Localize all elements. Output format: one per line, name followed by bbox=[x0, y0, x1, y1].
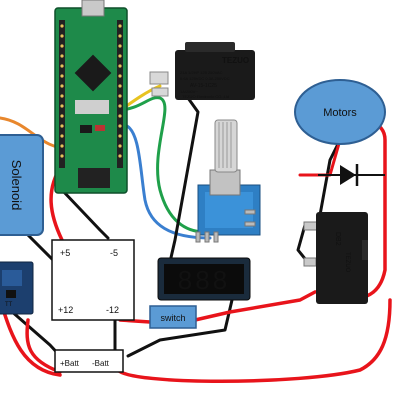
diode-symbol bbox=[318, 164, 385, 186]
top-switch-rating: 1A/250V~ bbox=[180, 89, 198, 94]
right-switch-code: DB2 bbox=[334, 232, 341, 246]
red-wire-8 bbox=[298, 138, 342, 177]
reg-out-pos: +5 bbox=[60, 248, 70, 258]
voltmeter-display: 888 bbox=[157, 257, 251, 301]
voltage-regulator: +5 -5 +12 -12 bbox=[51, 239, 135, 321]
microcontroller-chip bbox=[74, 54, 112, 92]
solenoid-block: Solenoid bbox=[0, 134, 44, 236]
right-microswitch: DB2 TEZUO bbox=[303, 212, 368, 304]
switch-block: switch bbox=[149, 305, 197, 329]
red-wire-7 bbox=[116, 298, 392, 383]
top-switch-model: AV-15-1C25 bbox=[190, 83, 217, 89]
red-wire-2 bbox=[25, 318, 62, 374]
left-module: TT bbox=[0, 261, 34, 315]
top-switch-brand: TEZUO bbox=[222, 56, 249, 65]
top-switch-maker: TEZUO Electronic CO.,Ltd bbox=[182, 94, 229, 99]
battery-terminal: +Batt -Batt bbox=[54, 349, 124, 373]
black-wire-3 bbox=[168, 96, 200, 264]
solenoid-label: Solenoid bbox=[9, 160, 24, 211]
arduino-nano-board bbox=[54, 0, 128, 194]
left-module-label: TT bbox=[5, 302, 13, 308]
red-wire-5 bbox=[193, 290, 317, 322]
voltmeter-reading: 888 bbox=[178, 265, 230, 295]
black-wire-5 bbox=[126, 298, 234, 358]
switch-label: switch bbox=[160, 313, 185, 323]
reg-out-neg: -5 bbox=[110, 248, 118, 258]
motors-block: Motors bbox=[294, 79, 386, 145]
reg-in-pos: +12 bbox=[58, 305, 73, 315]
green-wire bbox=[116, 96, 207, 234]
battery-neg: -Batt bbox=[92, 359, 110, 368]
top-microswitch: TEZUO 21A 1/2HP 125 250VAC 0.6A 125VDC 0… bbox=[149, 42, 255, 100]
blue-wire bbox=[123, 123, 212, 240]
reg-in-neg: -12 bbox=[106, 305, 119, 315]
top-switch-spec1: 21A 1/2HP 125 250VAC bbox=[180, 70, 223, 75]
top-switch-spec2: 0.6A 125VDC 0.3A 250VDC bbox=[180, 76, 230, 81]
pin-headers bbox=[59, 20, 123, 168]
battery-pos: +Batt bbox=[60, 359, 80, 368]
right-switch-brand: TEZUO bbox=[344, 252, 350, 273]
motors-label: Motors bbox=[323, 107, 357, 119]
rotary-potentiometer bbox=[195, 119, 261, 243]
